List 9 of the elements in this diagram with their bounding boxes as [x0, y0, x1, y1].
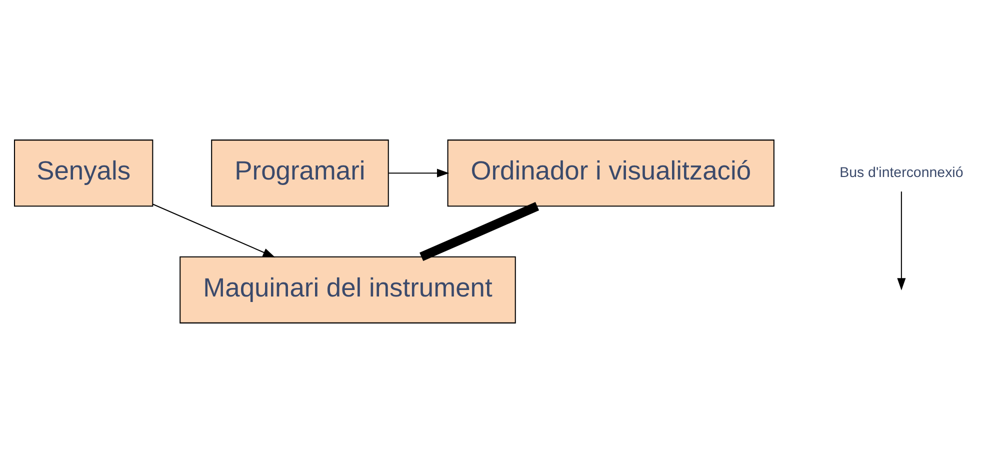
- arrow: [388, 168, 450, 177]
- connector: [420, 202, 540, 260]
- node-box: Programari: [211, 139, 389, 206]
- arrow: [152, 203, 276, 257]
- node-box: Ordinador i visualització: [447, 139, 774, 206]
- arrow: [897, 191, 906, 290]
- node-box: Senyals: [14, 139, 154, 206]
- node-text: Bus d'interconnexió: [840, 164, 964, 180]
- node-box: Maquinari del instrument: [180, 256, 516, 323]
